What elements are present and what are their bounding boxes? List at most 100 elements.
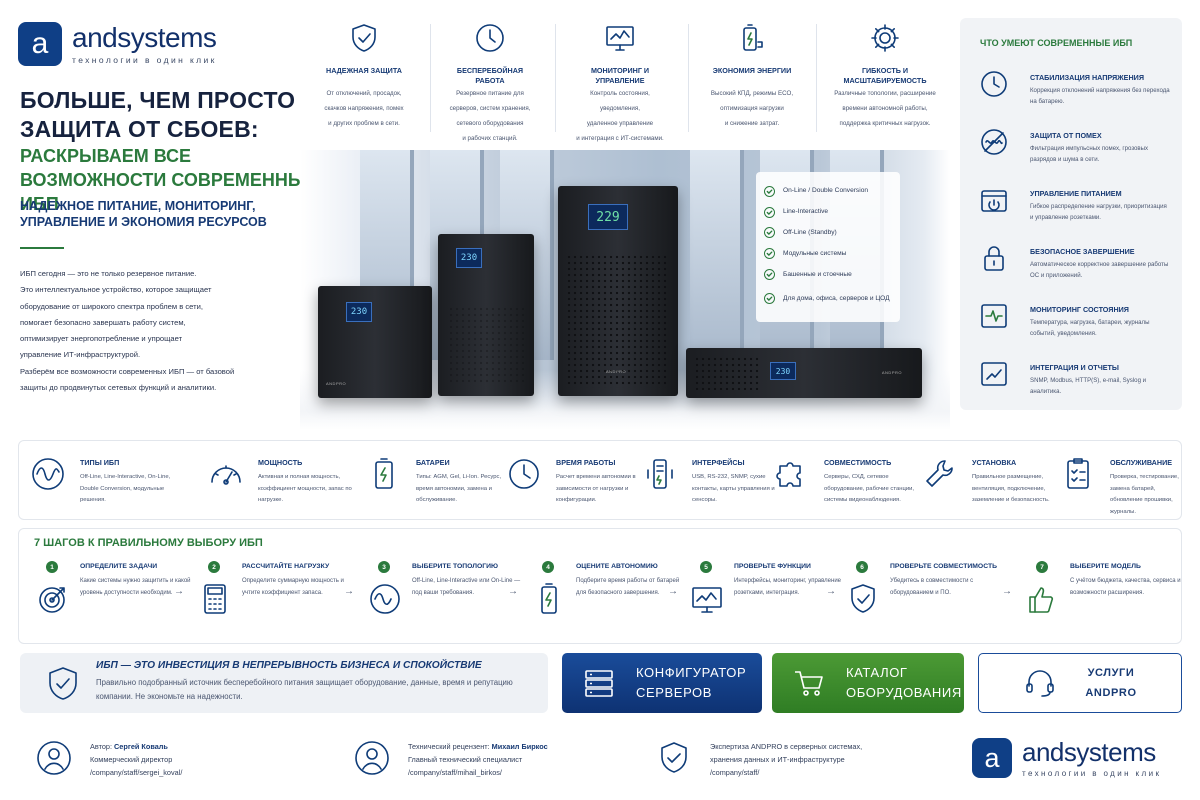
user-icon [354,740,390,776]
steps-title: 7 ШАГОВ К ПРАВИЛЬНОМУ ВЫБОРУ ИБП [34,537,263,549]
feature-flexibility: ГИБКОСТЬ И МАСШТАБИРУЕМОСТЬ Различные то… [826,22,944,131]
title-underline [20,247,64,249]
headset-icon [1023,666,1057,700]
target-icon [36,582,70,616]
battery-icon [366,456,402,492]
arrow-right-icon: → [668,586,678,597]
topology-item: Off-Line (Standby) [764,223,892,244]
clock-icon [978,68,1010,100]
reviewer-link[interactable]: /company/staff/mihail_birkos/ [408,768,502,778]
monitor-icon [690,582,724,616]
page-subtitle: РАСКРЫВАЕМ ВСЕ ВОЗМОЖНОСТИ СОВРЕМЕННЫХ И… [20,146,318,214]
investment-banner [20,653,548,713]
topology-item: Башенные и стоечные [764,264,892,285]
report-icon [978,358,1010,390]
ups-medium-tower: 230 [438,234,534,396]
monitor-icon [604,22,636,54]
arrow-right-icon: → [344,586,354,597]
check-icon [764,293,775,305]
arrow-right-icon: → [1002,586,1012,597]
intro-text: ИБП сегодня — это не только резервное пи… [20,269,235,393]
wrench-icon [922,456,958,492]
arrow-right-icon: → [826,586,836,597]
interfaces-icon [642,456,678,492]
capabilities-panel [960,18,1182,410]
checklist-icon [1060,456,1096,492]
expertise-block: Экспертиза ANDPRO в серверных системах,х… [656,738,956,786]
pulse-monitor-icon [978,300,1010,332]
page-title: БОЛЬШЕ, ЧЕМ ПРОСТО ЗАЩИТА ОТ СБОЕВ: [20,87,296,142]
battery-icon [532,582,566,616]
thumbs-up-icon [1026,582,1060,616]
shield-check-icon [656,740,692,776]
calculator-icon [198,582,232,616]
banner-title: ИБП — ЭТО ИНВЕСТИЦИЯ В НЕПРЕРЫВНОСТЬ БИЗ… [96,660,482,671]
check-icon [764,206,775,218]
logo-name: andsystems [1022,737,1156,767]
steps-section [18,528,1182,644]
clock-icon [506,456,542,492]
arrow-right-icon: → [174,586,184,597]
author-link[interactable]: /company/staff/sergei_koval/ [90,768,183,778]
shield-check-icon [44,665,82,703]
ups-small-tower: 230 ANDPRO [318,286,432,398]
user-icon [36,740,72,776]
feature-monitoring: МОНИТОРИНГ И УПРАВЛЕНИЕ Контроль состоян… [570,22,670,146]
check-icon [764,185,775,197]
page-tagline: НАДЕЖНОЕ ПИТАНИЕ, МОНИТОРИНГ, УПРАВЛЕНИЕ… [20,199,267,229]
topology-item: Модульные системы [764,243,892,264]
logo-tagline: технологии в один клик [72,54,217,65]
feature-reliable-protection: НАДЕЖНАЯ ЗАЩИТА От отключений, просадок,… [316,22,412,131]
check-icon [764,227,775,239]
shield-check-icon [348,22,380,54]
logo-tagline: технологии в один клик [1022,769,1162,778]
server-rack-icon [582,666,616,700]
gauge-icon [208,456,244,492]
ups-large-tower: 229 ANDPRO [558,186,678,396]
topology-item: On-Line / Double Conversion [764,181,892,202]
check-icon [764,269,775,281]
feature-energy-saving: ЭКОНОМИЯ ЭНЕРГИИ Высокий КПД, режимы ECO… [704,22,800,131]
logo-name: andsystems [72,21,217,53]
arrow-right-icon: → [508,586,518,597]
clock-icon [474,22,506,54]
sine-wave-icon [30,456,66,492]
feature-uninterrupted: БЕСПЕРЕБОЙНАЯ РАБОТА Резервное питание д… [442,22,538,146]
battery-plug-icon [736,22,768,54]
power-control-icon [978,184,1010,216]
logo-mark: a [972,738,1012,778]
brand-logo[interactable]: a andsystems технологии в один клик [18,22,217,66]
shield-check-icon [846,582,880,616]
ups-rackmount: 230 ANDPRO [686,348,922,398]
puzzle-icon [774,456,810,492]
expertise-link[interactable]: /company/staff/ [710,768,760,778]
sine-wave-icon [368,582,402,616]
logo-mark: a [18,22,62,66]
topology-item: Для дома, офиса, серверов и ЦОД [764,285,892,313]
footer-logo[interactable]: a andsystems технологии в один клик [972,738,1161,778]
